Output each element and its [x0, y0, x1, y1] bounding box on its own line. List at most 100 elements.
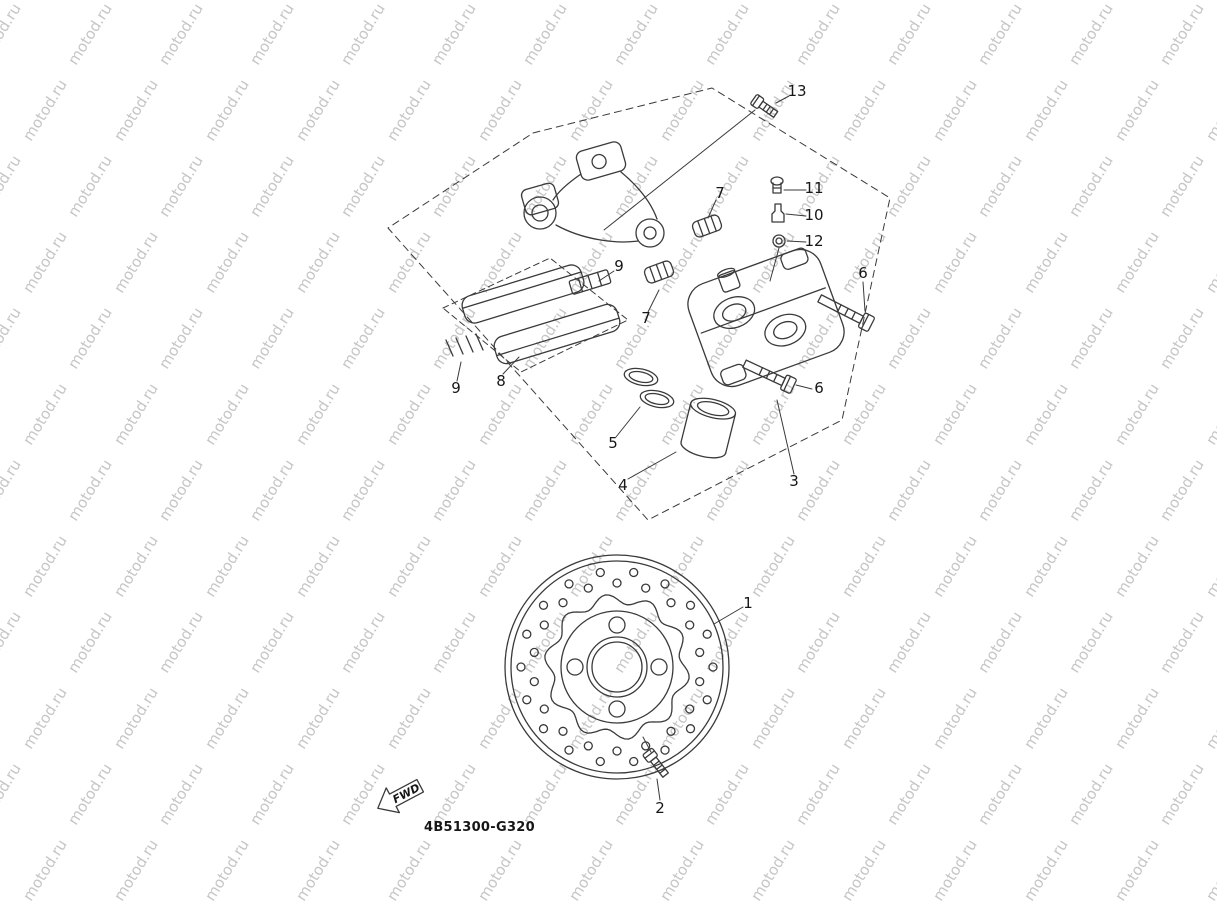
disc-hole	[666, 598, 676, 608]
disc-hole	[583, 583, 593, 593]
watermark-text: motod.ru	[0, 608, 25, 676]
watermark-text: motod.ru	[610, 760, 662, 828]
watermark-text: motod.ru	[64, 152, 116, 220]
watermark-text: motod.ru	[64, 304, 116, 372]
callout-4: 4	[618, 476, 628, 494]
watermark-text: motod.ru	[1065, 608, 1117, 676]
watermark-text: motod.ru	[519, 760, 571, 828]
disc-hole	[522, 629, 532, 639]
disc-wavy-edge	[544, 594, 690, 740]
disc-hole	[695, 676, 705, 687]
watermark-text: motod.ru	[474, 380, 526, 448]
watermark-text: motod.ru	[519, 304, 571, 372]
disc-hole	[522, 695, 532, 705]
watermark-text: motod.ru	[701, 0, 753, 68]
watermark-text: motod.ru	[1065, 760, 1117, 828]
watermark-text: motod.ru	[1111, 532, 1163, 600]
watermark-text: motod.ru	[292, 532, 344, 600]
watermark-text: motod.ru	[883, 760, 935, 828]
watermark-text: motod.ru	[383, 836, 435, 904]
watermark-text: motod.ru	[883, 456, 935, 524]
watermark-text: motod.ru	[1111, 228, 1163, 296]
disc-hole	[612, 578, 622, 588]
disc-hole	[660, 745, 670, 755]
disc-hole	[595, 756, 605, 767]
watermark-text: motod.ru	[0, 304, 25, 372]
callout-5: 5	[608, 434, 618, 452]
watermark-text: motod.ru	[656, 836, 708, 904]
watermark-text: motod.ru	[1202, 228, 1217, 296]
watermark-text: motod.ru	[974, 456, 1026, 524]
watermark-text: motod.ru	[474, 76, 526, 144]
watermark-text: motod.ru	[1020, 684, 1072, 752]
watermark-text: motod.ru	[1156, 760, 1208, 828]
watermark-text: motod.ru	[292, 228, 344, 296]
watermark-text: motod.ru	[246, 608, 298, 676]
watermark-text: motod.ru	[974, 608, 1026, 676]
watermark-text: motod.ru	[1111, 380, 1163, 448]
disc-hole	[612, 746, 622, 756]
watermark-text: motod.ru	[155, 304, 207, 372]
watermark-text: motod.ru	[929, 836, 981, 904]
diagram-code: 4B51300-G320	[424, 820, 535, 835]
watermark-text: motod.ru	[929, 684, 981, 752]
watermark-text: motod.ru	[337, 152, 389, 220]
watermark-text: motod.ru	[656, 76, 708, 144]
watermark-text: motod.ru	[747, 836, 799, 904]
dashed-boundary	[387, 87, 891, 521]
disc-hole	[702, 695, 712, 705]
slide-pin-boot-lower	[643, 260, 675, 284]
watermark-text: motod.ru	[292, 380, 344, 448]
disc-hole	[708, 662, 718, 672]
leader-13-long	[603, 109, 756, 231]
callout-3: 3	[789, 472, 799, 490]
disc-hole	[629, 756, 639, 767]
watermark-text: motod.ru	[974, 152, 1026, 220]
caliper-body	[687, 247, 845, 388]
watermark-text: motod.ru	[155, 152, 207, 220]
watermark-text: motod.ru	[383, 228, 435, 296]
watermark-text: motod.ru	[1156, 456, 1208, 524]
watermark-text: motod.ru	[974, 760, 1026, 828]
disc-hole	[539, 620, 549, 630]
watermark-text: motod.ru	[883, 608, 935, 676]
disc-hole	[595, 567, 605, 578]
watermark-text: motod.ru	[929, 532, 981, 600]
watermark-text: motod.ru	[565, 836, 617, 904]
watermark-text: motod.ru	[1202, 380, 1217, 448]
caliper-bracket	[520, 141, 665, 248]
watermark-text: motod.ru	[155, 608, 207, 676]
watermark-text: motod.ru	[64, 456, 116, 524]
watermark-text: motod.ru	[1065, 152, 1117, 220]
watermark-text: motod.ru	[201, 836, 253, 904]
slide-pin-boot-upper	[691, 214, 723, 238]
watermark-text: motod.ru	[792, 608, 844, 676]
watermark-text: motod.ru	[64, 760, 116, 828]
watermark-text: motod.ru	[1020, 228, 1072, 296]
artwork: FWD	[377, 87, 891, 814]
callout-12: 12	[804, 232, 823, 250]
watermark-text: motod.ru	[838, 836, 890, 904]
watermark-text: motod.ru	[519, 152, 571, 220]
watermark-text: motod.ru	[292, 836, 344, 904]
watermark-text: motod.ru	[19, 836, 71, 904]
watermark-text: motod.ru	[19, 76, 71, 144]
callout-9: 9	[451, 379, 461, 397]
watermark-text: motod.ru	[337, 608, 389, 676]
watermark-text: motod.ru	[883, 152, 935, 220]
watermark-text: motod.ru	[1202, 836, 1217, 904]
disc-hole	[583, 741, 593, 751]
watermark-text: motod.ru	[565, 532, 617, 600]
watermark-text: motod.ru	[1020, 380, 1072, 448]
watermark-text: motod.ru	[929, 228, 981, 296]
callout-10: 10	[804, 206, 823, 224]
watermark-text: motod.ru	[428, 760, 480, 828]
watermark-text: motod.ru	[565, 684, 617, 752]
watermark-text: motod.ru	[519, 456, 571, 524]
watermark-text: motod.ru	[1156, 304, 1208, 372]
caliper-bolt-lower	[742, 359, 797, 394]
watermark-text: motod.ru	[337, 760, 389, 828]
